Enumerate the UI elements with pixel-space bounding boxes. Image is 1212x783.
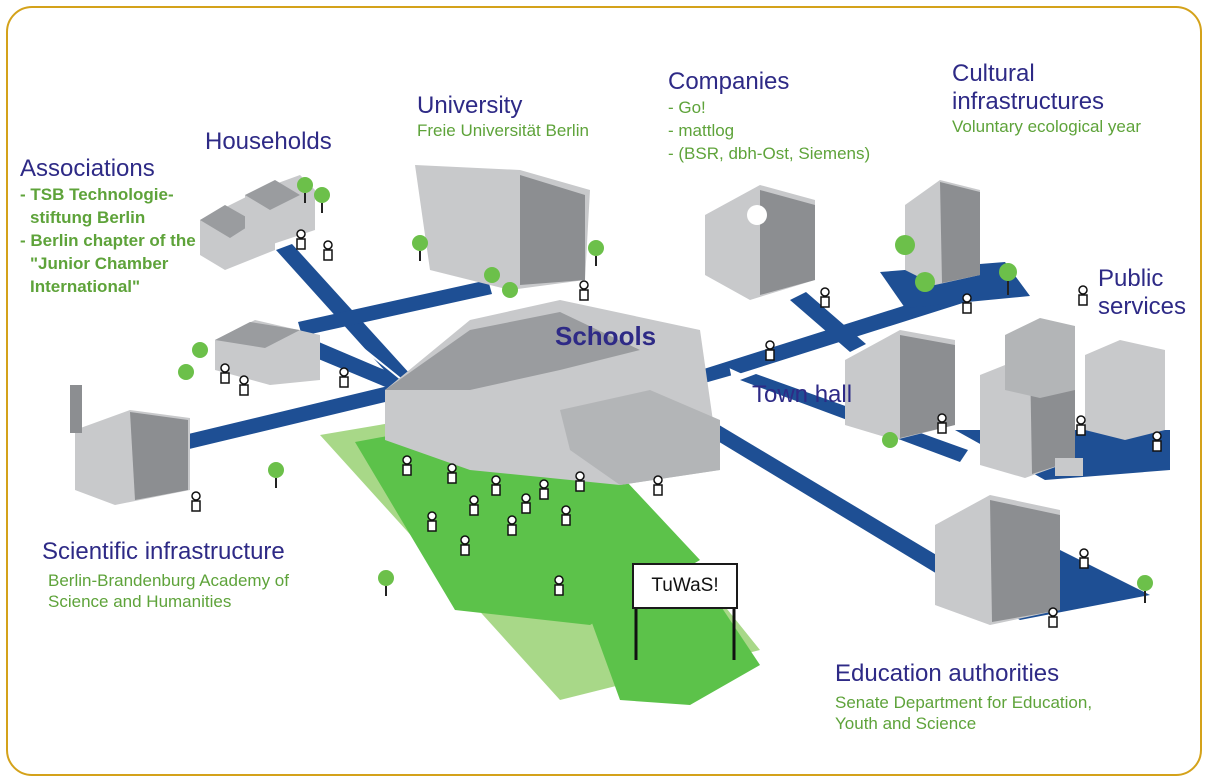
scientific-block: Scientific infrastructure Berlin-Branden… [42, 538, 289, 612]
tuwas-sign-label: TuWaS! [651, 575, 719, 596]
person [653, 475, 663, 496]
public-services-line1: Public [1098, 265, 1164, 292]
person [239, 375, 249, 396]
associations-title: Associations [20, 155, 155, 182]
person [579, 280, 589, 301]
person [339, 367, 349, 388]
associations-item: - Berlin chapter of the [20, 231, 196, 250]
public-building-2 [1085, 340, 1165, 440]
road-education [650, 392, 1005, 606]
education-subtitle-1: Senate Department for Education, [835, 693, 1093, 712]
person [1078, 285, 1088, 306]
person [1152, 431, 1162, 452]
person [1079, 548, 1089, 569]
education-subtitle-2: Youth and Science [835, 714, 977, 733]
person [561, 505, 571, 526]
schools-title: Schools [555, 321, 657, 351]
scientific-title: Scientific infrastructure [42, 538, 285, 565]
road-east [628, 288, 966, 407]
entry-arrow [580, 550, 760, 705]
person [962, 293, 972, 314]
associations-item: International" [30, 277, 141, 296]
public-building-3 [1005, 318, 1075, 398]
person [1076, 415, 1086, 436]
town-hall-title: Town hall [752, 381, 853, 408]
road-university [298, 280, 492, 336]
education-block: Education authorities Senate Department … [835, 660, 1092, 734]
road-science [180, 382, 410, 450]
companies-list: - Go! - mattlog - (BSR, dbh-Ost, Siemens… [668, 96, 870, 165]
cultural-title-line2: infrastructures [952, 88, 1105, 115]
person [1048, 607, 1058, 628]
associations-list: - TSB Technologie- stiftung Berlin - Ber… [20, 183, 196, 298]
person [402, 455, 412, 476]
person [296, 229, 306, 250]
person [469, 495, 479, 516]
person [554, 575, 564, 596]
companies-block: Companies - Go! - mattlog - (BSR, dbh-Os… [668, 68, 870, 165]
sign-posts [634, 605, 736, 660]
companies-title: Companies [668, 68, 790, 95]
companies-item: - (BSR, dbh-Ost, Siemens) [668, 144, 871, 163]
person [460, 535, 470, 556]
university-subtitle: Freie Universität Berlin [417, 121, 589, 140]
companies-item: - Go! [668, 98, 706, 117]
university-title: University [417, 92, 523, 119]
education-title: Education authorities [835, 660, 1060, 687]
tuwas-sign: TuWaS! [632, 563, 738, 609]
person [191, 491, 201, 512]
cultural-subtitle: Voluntary ecological year [952, 117, 1142, 136]
person [323, 240, 333, 261]
diagram-frame [6, 6, 1202, 776]
public-services-line2: services [1098, 293, 1187, 320]
road-companies [790, 292, 866, 352]
associations-item: "Junior Chamber [30, 254, 169, 273]
trees [178, 177, 1153, 591]
road-workshop [292, 334, 420, 398]
companies-item: - mattlog [668, 121, 735, 140]
person [220, 363, 230, 384]
person [447, 463, 457, 484]
people [191, 229, 1162, 628]
households-title: Households [205, 128, 332, 155]
person [507, 515, 517, 536]
person [427, 511, 437, 532]
chimney [70, 385, 82, 433]
person [937, 413, 947, 434]
associations-item: stiftung Berlin [30, 208, 146, 227]
associations-block: Associations - TSB Technologie- stiftung… [20, 155, 196, 298]
person [820, 287, 830, 308]
person [575, 471, 585, 492]
associations-item: - TSB Technologie- [20, 185, 174, 204]
person [521, 493, 531, 514]
cultural-title-line1: Cultural [952, 60, 1035, 87]
buildings [70, 165, 1165, 625]
cultural-block: Cultural infrastructures Voluntary ecolo… [952, 60, 1141, 137]
ambulance [1055, 458, 1083, 476]
person [765, 340, 775, 361]
person [539, 479, 549, 500]
scientific-subtitle-2: Science and Humanities [48, 592, 232, 611]
university-block: University Freie Universität Berlin [417, 92, 589, 141]
public-services-block: Public services [1098, 265, 1186, 321]
person [491, 475, 501, 496]
scientific-subtitle-1: Berlin-Brandenburg Academy of [48, 571, 289, 590]
